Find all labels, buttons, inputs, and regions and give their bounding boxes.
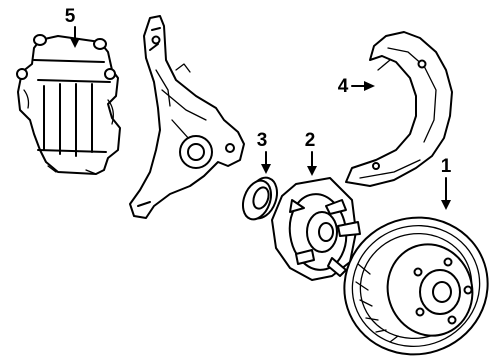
brake-rotor-part[interactable] <box>327 199 490 360</box>
callout-1: 1 <box>441 156 452 210</box>
seal-part[interactable] <box>238 173 282 223</box>
callout-label-1: 1 <box>441 156 452 177</box>
callout-label-3: 3 <box>257 130 268 151</box>
caliper-part[interactable] <box>16 34 121 175</box>
callout-4: 4 <box>338 76 375 97</box>
callout-label-2: 2 <box>305 130 316 151</box>
callout-5: 5 <box>65 6 80 48</box>
callout-3: 3 <box>257 130 271 174</box>
splash-shield-part[interactable] <box>345 31 453 187</box>
callout-label-4: 4 <box>338 76 349 97</box>
steering-knuckle-part[interactable] <box>129 15 245 219</box>
callout-2: 2 <box>305 130 317 176</box>
callout-label-5: 5 <box>65 6 76 27</box>
hub-bearing-part[interactable] <box>271 177 361 281</box>
